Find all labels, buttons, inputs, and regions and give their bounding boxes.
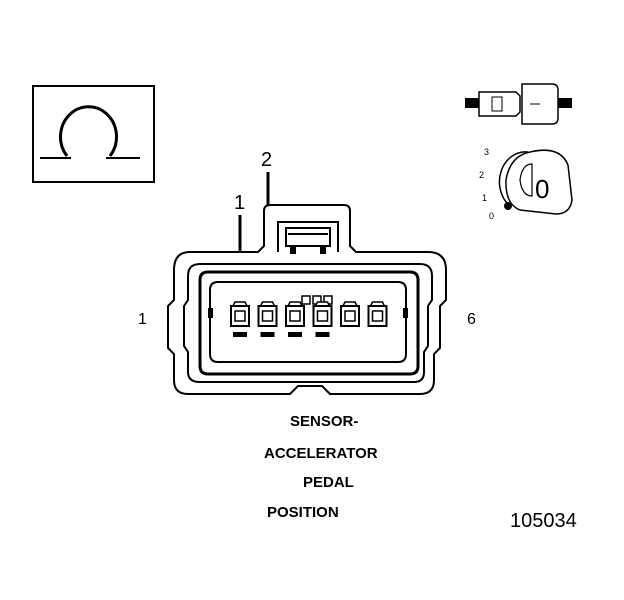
title-line-1: SENSOR-	[290, 413, 359, 430]
title-line-2: ACCELERATOR	[264, 445, 378, 462]
pin-end-label-left: 1	[138, 311, 147, 328]
connector-cavity	[367, 301, 388, 327]
ohm-symbol-icon	[32, 85, 155, 183]
scale-label-2: 2	[479, 170, 485, 180]
title-line-3: PEDAL	[303, 474, 354, 491]
scale-label-3: 3	[484, 147, 490, 157]
connector-face	[167, 204, 447, 395]
leader-label-2: 2	[261, 149, 273, 171]
scale-label-1: 1	[482, 193, 488, 203]
connector-cavity	[257, 301, 278, 337]
connector-cavity	[285, 301, 305, 337]
title-line-4: POSITION	[267, 504, 339, 521]
position-value: 0	[535, 174, 550, 204]
figure-number: 105034	[510, 510, 577, 532]
pin-end-label-right: 6	[467, 311, 476, 328]
position-scale-icon	[498, 149, 573, 215]
connector-cavity	[230, 301, 250, 337]
scale-label-0: 0	[489, 211, 495, 221]
connector-cavity	[340, 301, 360, 327]
connector-mating-icon	[465, 83, 572, 125]
leader-label-1: 1	[234, 192, 246, 214]
connector-cavity	[312, 301, 333, 337]
connector-cavities	[230, 301, 388, 337]
